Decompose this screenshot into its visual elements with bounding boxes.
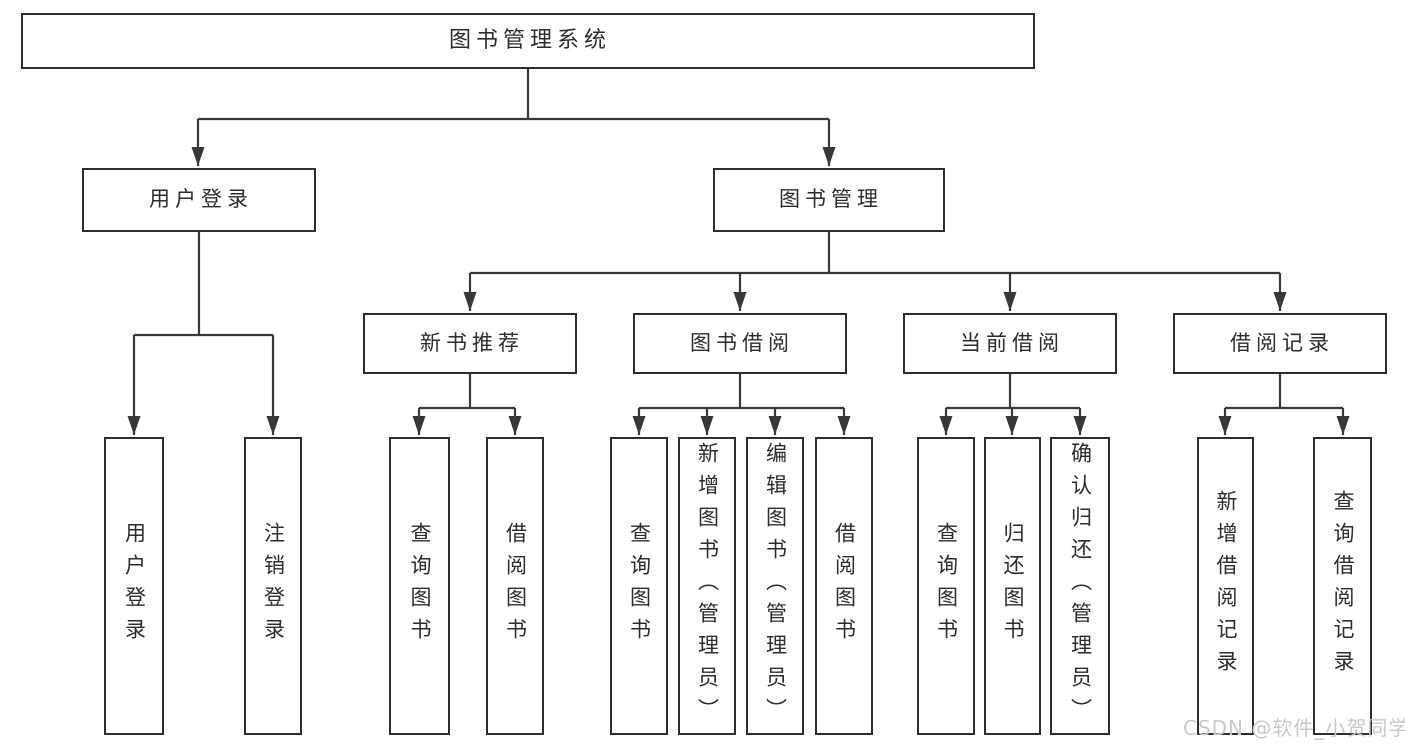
- leaf-user-login: 用户登录: [104, 437, 164, 735]
- node-current-borrowing: 当前借阅: [903, 313, 1117, 374]
- node-book-management: 图书管理: [713, 168, 945, 232]
- node-label: 当前借阅: [960, 330, 1064, 355]
- leaf-query-books-2: 查询图书: [610, 437, 668, 735]
- node-label: 借阅图书: [503, 522, 528, 650]
- node-label: 新增图书（管理员）: [695, 442, 720, 730]
- node-user-login: 用户登录: [82, 168, 316, 232]
- leaf-borrow-books-1: 借阅图书: [486, 437, 544, 735]
- leaf-logout: 注销登录: [244, 437, 302, 735]
- node-label: 新书推荐: [420, 330, 524, 355]
- leaf-query-borrow-record: 查询借阅记录: [1313, 437, 1372, 735]
- leaf-query-books-1: 查询图书: [389, 437, 450, 735]
- node-label: 图书管理: [779, 187, 883, 212]
- leaf-confirm-return-admin: 确认归还（管理员）: [1050, 437, 1110, 735]
- node-book-borrowing: 图书借阅: [633, 313, 847, 374]
- leaf-edit-books-admin: 编辑图书（管理员）: [746, 437, 804, 735]
- node-label: 新增借阅记录: [1214, 490, 1238, 682]
- node-label: 查询图书: [934, 522, 959, 650]
- tree-edges: [127, 69, 1350, 435]
- csdn-watermark: CSDN @软件_小贺同学: [1183, 716, 1405, 740]
- node-label: 借阅图书: [832, 522, 857, 650]
- node-label: 编辑图书（管理员）: [763, 442, 788, 730]
- leaf-return-books: 归还图书: [984, 437, 1041, 735]
- leaf-query-books-3: 查询图书: [917, 437, 975, 735]
- node-label: 图书管理系统: [448, 27, 611, 53]
- node-label: 图书借阅: [690, 330, 794, 355]
- node-label: 用户登录: [149, 187, 253, 212]
- node-borrowing-records: 借阅记录: [1173, 313, 1387, 374]
- node-label: 用户登录: [122, 522, 147, 650]
- node-new-book-recommend: 新书推荐: [363, 313, 577, 374]
- node-label: 确认归还（管理员）: [1068, 442, 1093, 730]
- leaf-add-books-admin: 新增图书（管理员）: [678, 437, 736, 735]
- node-system-root: 图书管理系统: [21, 13, 1035, 69]
- leaf-borrow-books-2: 借阅图书: [815, 437, 873, 735]
- node-label: 注销登录: [261, 522, 286, 650]
- node-label: 查询图书: [627, 522, 652, 650]
- node-label: 查询借阅记录: [1331, 490, 1355, 682]
- node-label: 查询图书: [408, 522, 432, 650]
- node-label: 借阅记录: [1230, 330, 1334, 355]
- node-label: 归还图书: [1001, 522, 1025, 650]
- leaf-add-borrow-record: 新增借阅记录: [1197, 437, 1254, 735]
